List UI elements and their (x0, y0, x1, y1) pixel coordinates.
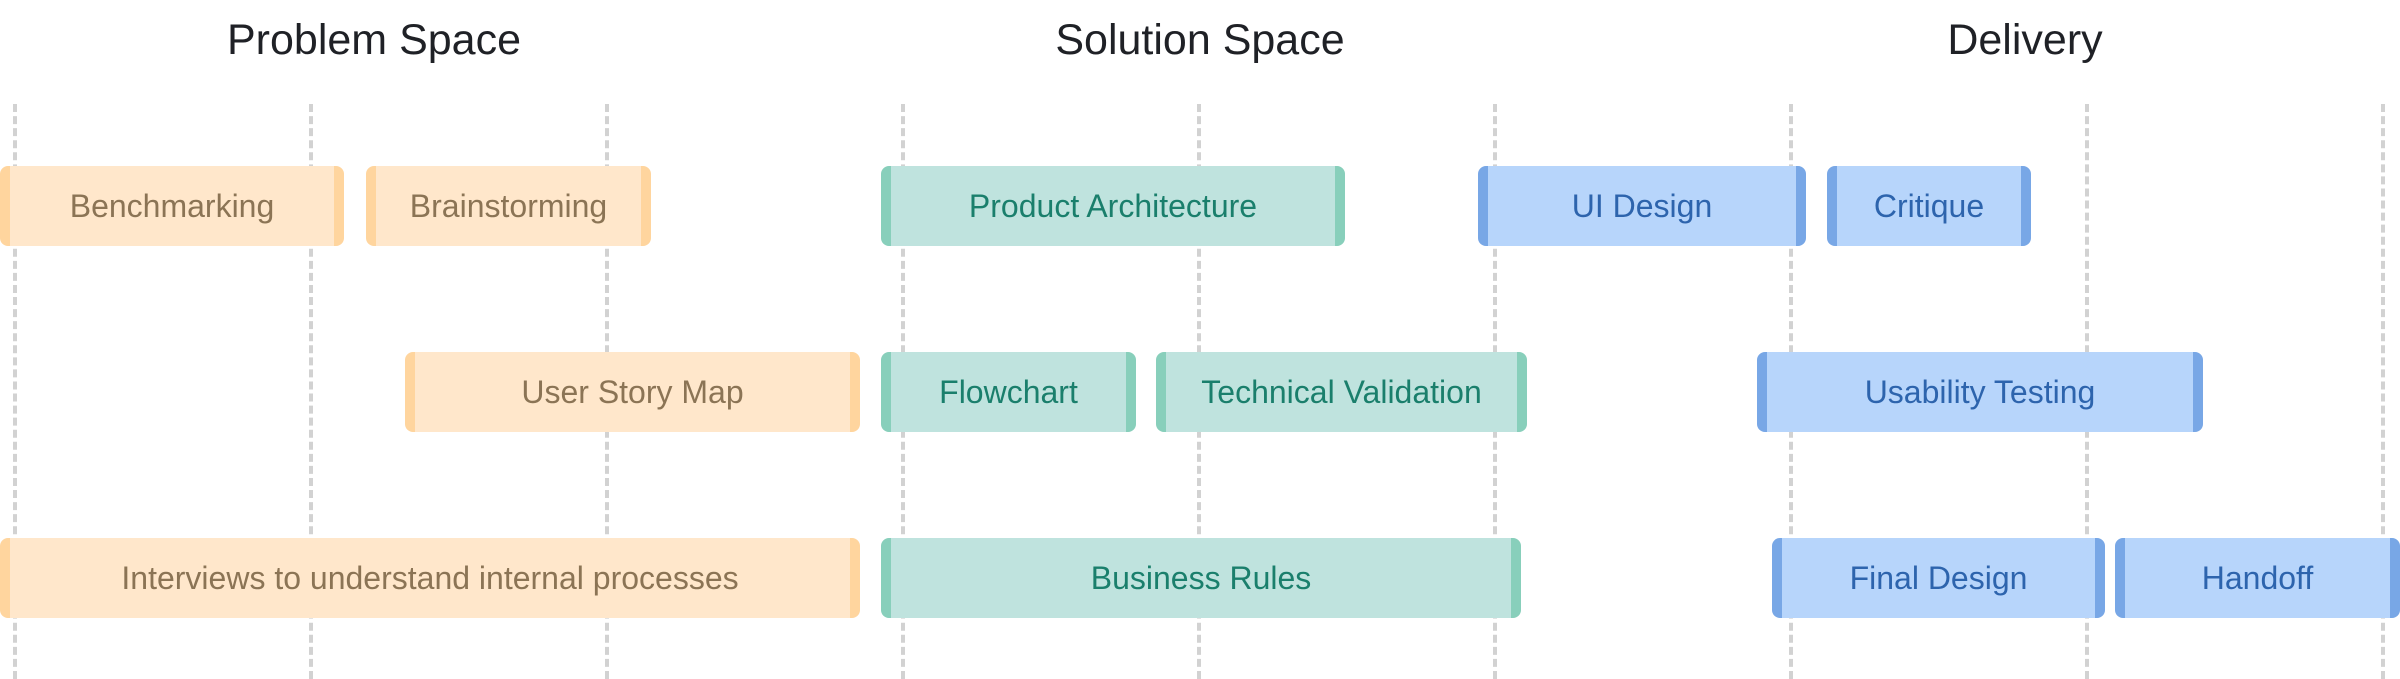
task-brainstorming[interactable]: Brainstorming (366, 166, 651, 246)
task-ui-design[interactable]: UI Design (1478, 166, 1806, 246)
task-label: Technical Validation (1201, 373, 1482, 410)
task-handoff[interactable]: Handoff (2115, 538, 2400, 618)
task-flowchart[interactable]: Flowchart (881, 352, 1136, 432)
time-gridline (309, 104, 313, 679)
task-label: Business Rules (1090, 559, 1312, 596)
task-technical-validation[interactable]: Technical Validation (1156, 352, 1527, 432)
task-label: Benchmarking (69, 187, 275, 224)
time-gridline (2381, 104, 2385, 679)
task-label: Flowchart (939, 373, 1078, 410)
time-gridline (13, 104, 17, 679)
task-label: Handoff (2201, 559, 2314, 596)
phase-title-delivery: Delivery (1947, 16, 2103, 64)
task-usability-testing[interactable]: Usability Testing (1757, 352, 2203, 432)
task-user-story-map[interactable]: User Story Map (405, 352, 860, 432)
task-benchmarking[interactable]: Benchmarking (0, 166, 344, 246)
task-label: UI Design (1571, 187, 1713, 224)
phase-title-solution-space: Solution Space (1055, 16, 1345, 64)
task-label: Final Design (1849, 559, 2028, 596)
task-label: Critique (1873, 187, 1985, 224)
task-product-architecture[interactable]: Product Architecture (881, 166, 1345, 246)
task-interviews[interactable]: Interviews to understand internal proces… (0, 538, 860, 618)
task-critique[interactable]: Critique (1827, 166, 2031, 246)
task-label: Interviews to understand internal proces… (121, 559, 739, 596)
phase-title-problem-space: Problem Space (227, 16, 521, 64)
task-label: Brainstorming (409, 187, 608, 224)
task-label: Product Architecture (968, 187, 1258, 224)
task-label: Usability Testing (1864, 373, 2096, 410)
task-business-rules[interactable]: Business Rules (881, 538, 1521, 618)
task-label: User Story Map (521, 373, 744, 410)
task-final-design[interactable]: Final Design (1772, 538, 2105, 618)
